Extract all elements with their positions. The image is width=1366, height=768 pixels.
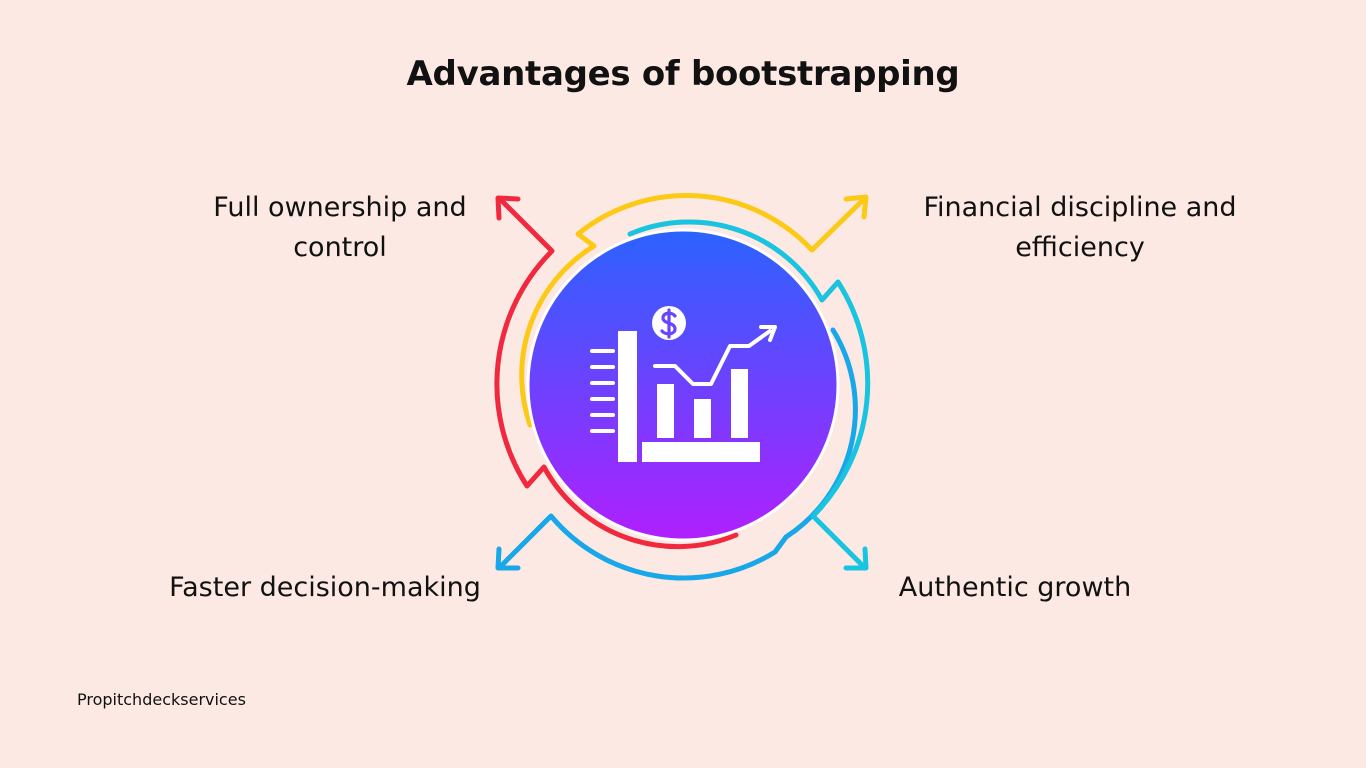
- advantage-label-financial-discipline: Financial discipline and efficiency: [880, 188, 1280, 268]
- advantage-label-line: efficiency: [1015, 232, 1145, 263]
- blue-cycle-arrow: [495, 327, 858, 581]
- red-cycle-arrow: [494, 195, 739, 550]
- advantage-label-line: Financial discipline and: [923, 192, 1237, 223]
- bar-chart-growth-dollar-icon: [590, 306, 777, 462]
- advantage-label-faster-decision: Faster decision-making: [110, 568, 540, 608]
- advantage-label-line: Faster decision-making: [169, 572, 481, 603]
- advantage-label-line: Authentic growth: [898, 572, 1132, 603]
- advantage-label-authentic-growth: Authentic growth: [860, 568, 1170, 608]
- cyan-cycle-arrow: [627, 219, 871, 571]
- center-circle: [526, 228, 840, 542]
- advantage-label-line: control: [293, 232, 387, 263]
- yellow-cycle-arrow: [519, 193, 869, 428]
- page-title: Advantages of bootstrapping: [406, 54, 960, 94]
- advantage-label-full-ownership: Full ownership and control: [150, 188, 530, 268]
- advantage-label-line: Full ownership and: [213, 192, 467, 223]
- brand-text: Propitchdeckservices: [77, 690, 246, 709]
- dollar-sign-icon: [660, 308, 677, 339]
